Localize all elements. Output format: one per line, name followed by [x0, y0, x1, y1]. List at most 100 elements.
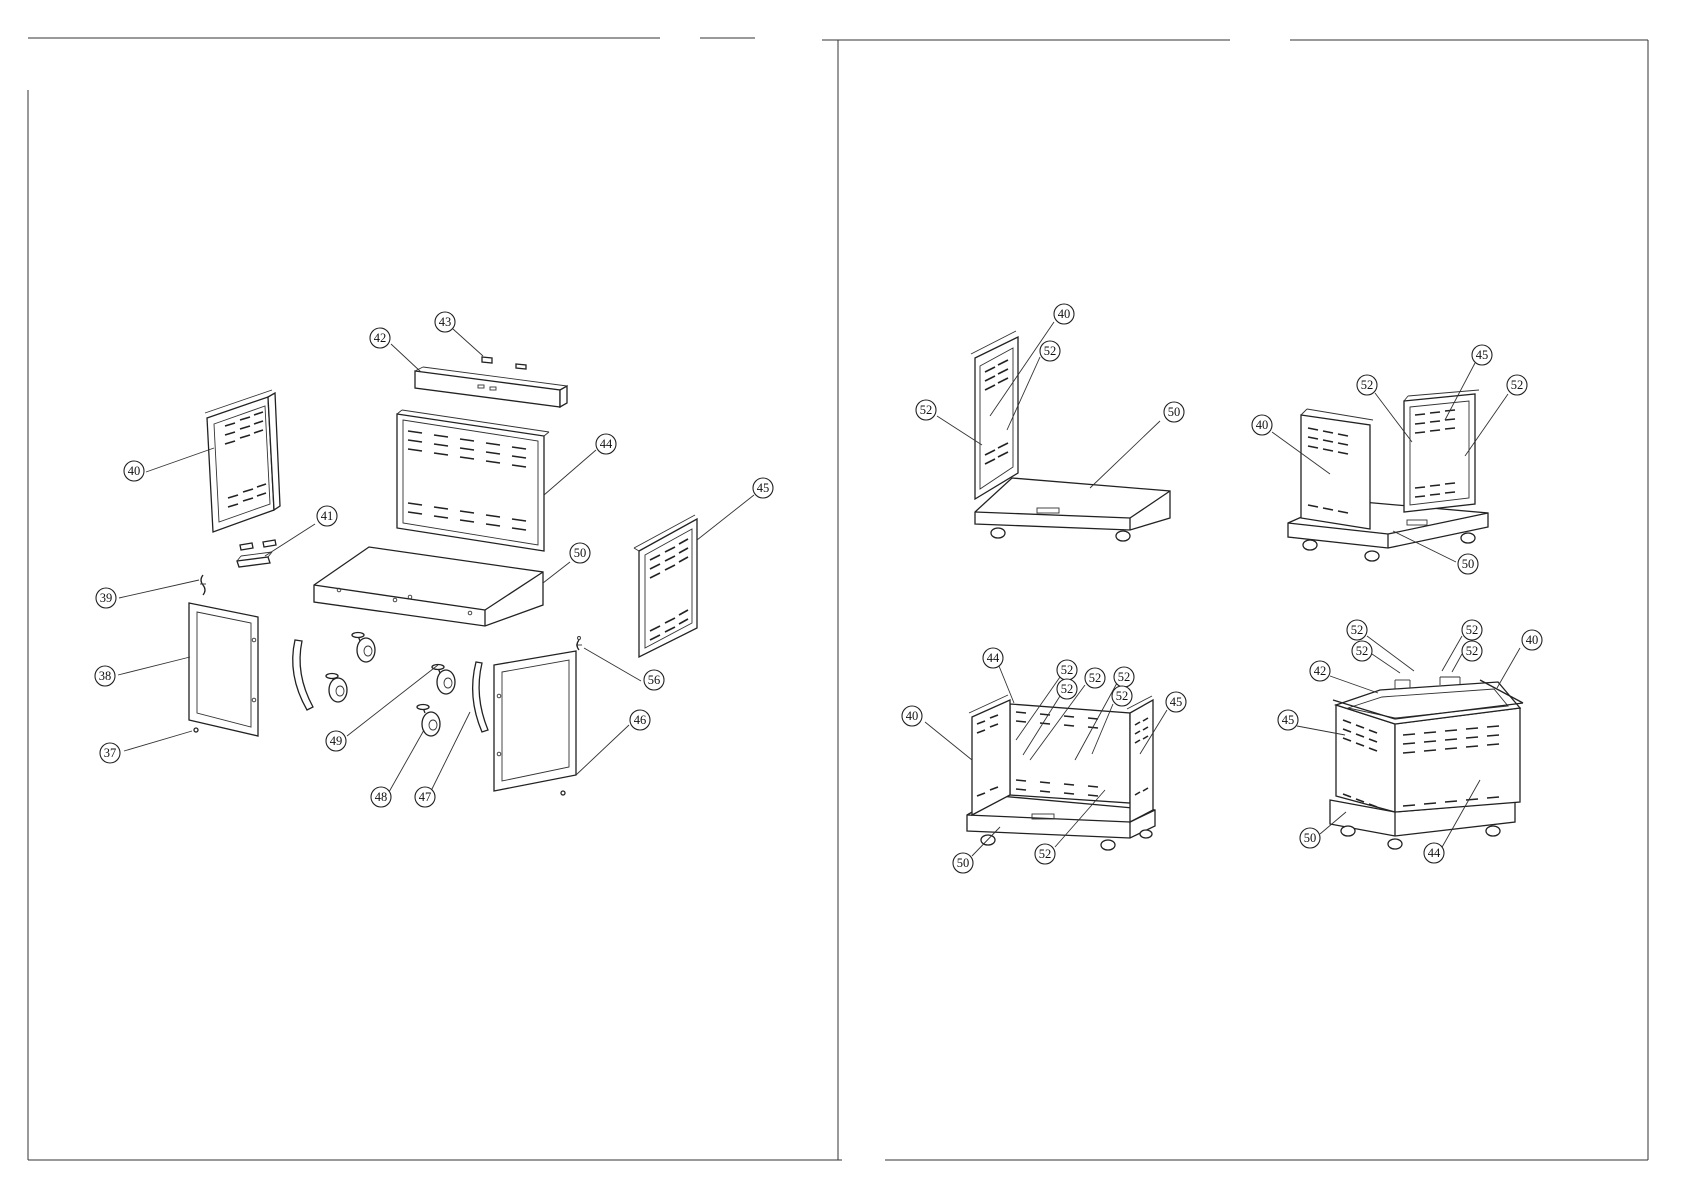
step4-callout-44: 44 — [1424, 843, 1444, 863]
callout-38: 38 — [95, 666, 115, 686]
callout-50: 50 — [570, 543, 590, 563]
assembly-step-4: 52 52 52 52 40 42 45 50 44 — [1278, 620, 1542, 863]
step3-callout-52e: 52 — [1112, 686, 1132, 706]
step4-callout-45-label: 45 — [1282, 713, 1295, 727]
callout-42: 42 — [370, 328, 390, 348]
callout-48: 48 — [371, 787, 391, 807]
callout-49-label: 49 — [330, 734, 343, 748]
step1-callout-40: 40 — [1054, 304, 1074, 324]
step4-callout-52c: 52 — [1462, 620, 1482, 640]
part-39-hinge — [200, 575, 206, 595]
step3-callout-52d: 52 — [1114, 667, 1134, 687]
part-43-clips — [482, 357, 526, 369]
callout-45: 45 — [753, 478, 773, 498]
callout-49: 49 — [326, 731, 346, 751]
exploded-view: 42 43 40 44 41 45 50 39 38 56 49 46 37 4… — [95, 312, 773, 807]
step3-callout-52f-label: 52 — [1039, 847, 1052, 861]
part-47-handles — [293, 640, 488, 732]
step3-callout-52a: 52 — [1057, 660, 1077, 680]
step4-callout-52a: 52 — [1347, 620, 1367, 640]
step1-callout-40-label: 40 — [1058, 307, 1071, 321]
step3-callout-45: 45 — [1166, 692, 1186, 712]
callout-42-label: 42 — [374, 331, 387, 345]
step3-callout-52b: 52 — [1057, 679, 1077, 699]
part-38-left-door — [189, 603, 258, 736]
callout-40-label: 40 — [128, 464, 141, 478]
step2-side-panel-40 — [1301, 409, 1373, 529]
step3-side-panel-40 — [969, 695, 1010, 815]
part-41-brackets — [237, 540, 276, 567]
step1-base — [975, 478, 1170, 541]
step1-side-panel — [971, 331, 1018, 499]
step2-callout-40-label: 40 — [1256, 418, 1269, 432]
part-37-magnet — [194, 728, 198, 732]
step3-callout-52e-label: 52 — [1116, 689, 1129, 703]
callout-43: 43 — [435, 312, 455, 332]
step3-callout-45-label: 45 — [1170, 695, 1183, 709]
step2-side-panel-45 — [1404, 390, 1479, 512]
step3-base — [967, 796, 1155, 850]
step3-callout-52d-label: 52 — [1118, 670, 1131, 684]
step3-side-panel-45 — [1127, 696, 1153, 822]
part-56-hinge — [576, 637, 582, 651]
step2-callout-50: 50 — [1458, 554, 1478, 574]
callout-46: 46 — [630, 710, 650, 730]
step1-callout-52a: 52 — [1040, 341, 1060, 361]
step3-callout-40-label: 40 — [906, 709, 919, 723]
callout-44-label: 44 — [600, 437, 613, 451]
part-45-side-panel — [634, 515, 697, 657]
step4-callout-45: 45 — [1278, 710, 1298, 730]
step4-callout-52b-label: 52 — [1356, 644, 1369, 658]
step2-callout-52a: 52 — [1357, 375, 1377, 395]
callout-37: 37 — [100, 743, 120, 763]
step3-callout-50-label: 50 — [957, 856, 970, 870]
step3-callout-52b-label: 52 — [1061, 682, 1074, 696]
step3-callout-52a-label: 52 — [1061, 663, 1074, 677]
step3-callout-40: 40 — [902, 706, 922, 726]
step2-callout-52b-label: 52 — [1511, 378, 1524, 392]
step1-callout-50-label: 50 — [1168, 405, 1181, 419]
step4-callout-52d-label: 52 — [1466, 644, 1479, 658]
part-42-top-rail — [415, 367, 567, 407]
step4-callout-42: 42 — [1310, 661, 1330, 681]
step2-callout-40: 40 — [1252, 415, 1272, 435]
step4-callout-40: 40 — [1522, 630, 1542, 650]
right-page-frame — [822, 40, 1648, 1160]
assembly-step-2: 45 52 52 40 50 — [1252, 345, 1527, 574]
step3-callout-44-label: 44 — [987, 651, 1000, 665]
step3-callout-52c-label: 52 — [1089, 671, 1102, 685]
callout-56: 56 — [644, 670, 664, 690]
part-37-magnet-right — [561, 791, 565, 795]
callout-48-label: 48 — [375, 790, 388, 804]
part-46-right-door — [494, 651, 576, 791]
step3-callout-50: 50 — [953, 853, 973, 873]
callout-41-label: 41 — [321, 509, 334, 523]
step1-callout-52b: 52 — [916, 400, 936, 420]
step1-callout-52a-label: 52 — [1044, 344, 1057, 358]
assembly-step-1: 40 52 52 50 — [916, 304, 1184, 541]
callout-39: 39 — [96, 588, 116, 608]
callout-43-label: 43 — [439, 315, 452, 329]
callout-47: 47 — [415, 787, 435, 807]
step4-cabinet-body — [1333, 677, 1523, 812]
step4-callout-52b: 52 — [1352, 641, 1372, 661]
step4-callout-50: 50 — [1300, 828, 1320, 848]
step1-callout-50: 50 — [1164, 402, 1184, 422]
callout-38-label: 38 — [99, 669, 112, 683]
step2-callout-50-label: 50 — [1462, 557, 1475, 571]
step4-callout-52c-label: 52 — [1466, 623, 1479, 637]
step3-callout-52c: 52 — [1085, 668, 1105, 688]
step4-callout-42-label: 42 — [1314, 664, 1327, 678]
callout-47-label: 47 — [419, 790, 432, 804]
step4-callout-52a-label: 52 — [1351, 623, 1364, 637]
callout-50-label: 50 — [574, 546, 587, 560]
step4-callout-40-label: 40 — [1526, 633, 1539, 647]
step2-callout-52a-label: 52 — [1361, 378, 1374, 392]
callout-45-label: 45 — [757, 481, 770, 495]
step4-callout-50-label: 50 — [1304, 831, 1317, 845]
step2-callout-45-label: 45 — [1476, 348, 1489, 362]
part-44-back-panel — [397, 410, 549, 551]
step3-callout-52f: 52 — [1035, 844, 1055, 864]
step4-callout-44-label: 44 — [1428, 846, 1441, 860]
step4-callout-52d: 52 — [1462, 641, 1482, 661]
